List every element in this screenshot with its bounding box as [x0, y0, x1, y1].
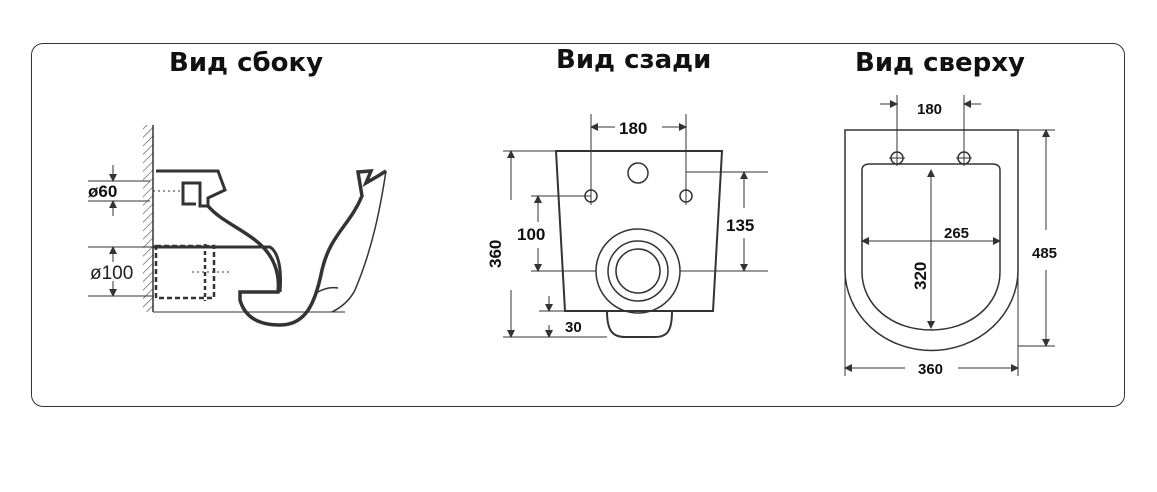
- dim-top-485: 485: [1032, 245, 1057, 262]
- top-view: [844, 95, 1055, 376]
- dim-back-135: 135: [726, 216, 754, 235]
- dim-pipe-60: ø60: [88, 182, 117, 201]
- top-seat-outline: [861, 163, 1001, 331]
- dim-top-265: 265: [944, 225, 969, 242]
- wall-hatch: [143, 125, 153, 312]
- dim-top-180: 180: [917, 101, 942, 118]
- back-bowl-bottom: [606, 310, 673, 338]
- back-view: [503, 114, 768, 338]
- dim-pipe-100: ø100: [90, 263, 133, 284]
- outlet-top: [153, 245, 282, 293]
- bowl-outline: [206, 169, 387, 327]
- back-outlet-inner: [615, 248, 661, 294]
- dim-back-100: 100: [517, 225, 545, 244]
- bowl-flange: [317, 286, 339, 293]
- diagram-frame: [31, 43, 1125, 407]
- dim-top-320: 320: [911, 262, 930, 290]
- inlet-connector: [156, 169, 227, 208]
- dim-back-360: 360: [486, 240, 505, 268]
- back-view-title: Вид сзади: [556, 45, 712, 75]
- dim-back-30: 30: [565, 319, 582, 336]
- side-view-title: Вид сбоку: [169, 48, 324, 78]
- bowl-outer-profile: [331, 170, 387, 313]
- back-top-hole: [627, 162, 649, 184]
- side-view: [88, 125, 387, 327]
- dim-top-360: 360: [918, 361, 943, 378]
- top-view-title: Вид сверху: [855, 48, 1025, 78]
- back-body-outline: [554, 150, 724, 312]
- back-outlet-mid: [607, 240, 669, 302]
- dim-back-180: 180: [619, 119, 647, 138]
- top-outer-outline: [844, 129, 1019, 352]
